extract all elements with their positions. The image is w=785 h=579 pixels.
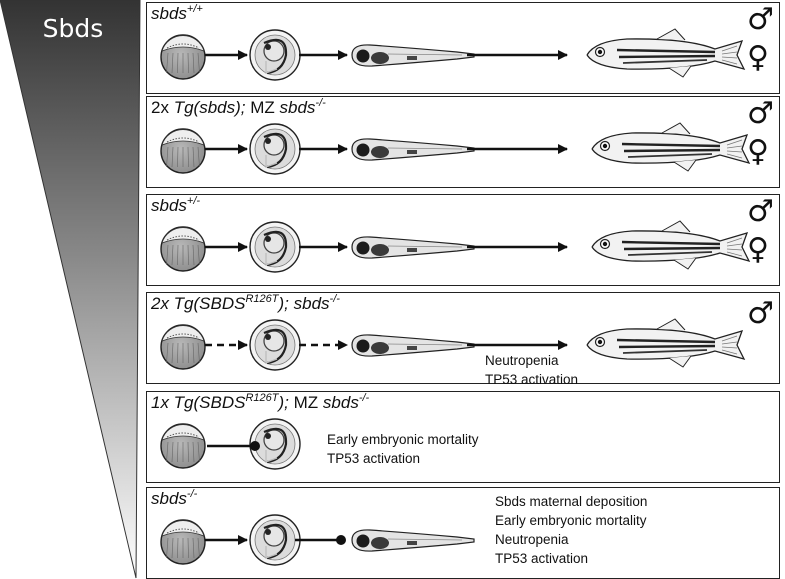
genotype-text: sbds (151, 489, 187, 508)
larva-icon (351, 44, 475, 67)
genotype-text: 2x (151, 98, 174, 117)
genotype-superscript: -/- (329, 293, 340, 305)
genotype-text: ); sbds (278, 294, 330, 313)
genotype-title: 2x Tg(SBDSR126T); sbds-/- (151, 294, 340, 314)
panel-illustration (160, 318, 746, 371)
phenotype-note: Neutropenia (485, 353, 559, 368)
genotype-text: MZ (245, 98, 280, 117)
adult-zebrafish-icon (586, 28, 746, 78)
panel-illustration (160, 28, 746, 81)
genotype-text: sbds (151, 4, 187, 23)
genotype-text: sbds (322, 393, 359, 412)
genotype-superscript: +/- (186, 195, 201, 207)
embryo-icon (249, 29, 301, 81)
genotype-panel: sbds+/- ♂♀ (146, 194, 780, 286)
genotype-superscript: -/- (315, 97, 326, 109)
embryo-icon (249, 514, 301, 566)
phenotype-note: TP53 activation (485, 372, 579, 387)
genotype-superscript: +/+ (186, 3, 203, 15)
panel-illustration (160, 220, 751, 273)
phenotype-note: Early embryonic mortality (327, 432, 479, 447)
egg-icon (160, 423, 206, 469)
panel-illustration (160, 418, 301, 470)
genotype-panel: 1x Tg(SBDSR126T); MZ sbds-/- Early embryo… (146, 391, 780, 483)
genotype-superscript: R126T (245, 392, 279, 404)
egg-icon (160, 34, 206, 80)
blocked-connector (295, 535, 346, 545)
genotype-text: ); (278, 393, 289, 412)
embryo-icon (249, 418, 301, 470)
male-symbol: ♂ (747, 2, 774, 37)
genotype-text: MZ (288, 393, 323, 412)
egg-icon (160, 226, 206, 272)
male-symbol: ♂ (747, 194, 774, 229)
larva-icon (351, 236, 475, 259)
genotype-superscript: -/- (186, 488, 198, 500)
genotype-title: sbds+/- (151, 196, 200, 216)
female-symbol: ♀ (747, 134, 769, 169)
genotype-superscript: R126T (245, 293, 279, 305)
genotype-text: Tg(sbds); (173, 98, 246, 117)
adult-zebrafish-icon (591, 122, 751, 172)
phenotype-note: Early embryonic mortality (495, 513, 647, 528)
larva-icon (351, 334, 475, 357)
egg-icon (160, 128, 206, 174)
larva-icon (351, 138, 475, 161)
egg-icon (160, 324, 206, 370)
genotype-text: 1x Tg(SBDS (151, 393, 246, 412)
egg-icon (160, 519, 206, 565)
embryo-icon (249, 319, 301, 371)
gene-label: Sbds (42, 14, 104, 43)
panel-illustration (160, 122, 751, 175)
male-symbol: ♂ (747, 296, 774, 331)
blocked-connector (207, 441, 260, 451)
genotype-panel: sbds+/+ ♂♀ (146, 2, 780, 94)
genotype-panel: 2x Tg(sbds); MZ sbds-/- ♂♀ (146, 96, 780, 188)
genotype-title: 2x Tg(sbds); MZ sbds-/- (151, 98, 326, 118)
phenotype-note: Neutropenia (495, 532, 569, 547)
genotype-text: sbds (279, 98, 316, 117)
genotype-title: 1x Tg(SBDSR126T); MZ sbds-/- (151, 393, 369, 413)
genotype-text: sbds (151, 196, 187, 215)
genotype-superscript: -/- (358, 392, 370, 404)
sbds-level-gradient-wedge (0, 0, 141, 579)
phenotype-note: TP53 activation (327, 451, 421, 466)
phenotype-note: TP53 activation (495, 551, 589, 566)
panel-illustration (160, 514, 475, 566)
larva-icon (351, 529, 475, 552)
genotype-text: 2x Tg(SBDS (151, 294, 246, 313)
male-symbol: ♂ (747, 96, 774, 131)
adult-zebrafish-icon (586, 318, 746, 368)
genotype-title: sbds-/- (151, 489, 197, 509)
embryo-icon (249, 221, 301, 273)
phenotype-note: Sbds maternal deposition (495, 494, 648, 509)
embryo-icon (249, 123, 301, 175)
adult-zebrafish-icon (591, 220, 751, 270)
genotype-title: sbds+/+ (151, 4, 203, 24)
female-symbol: ♀ (747, 40, 769, 75)
female-symbol: ♀ (747, 232, 769, 267)
